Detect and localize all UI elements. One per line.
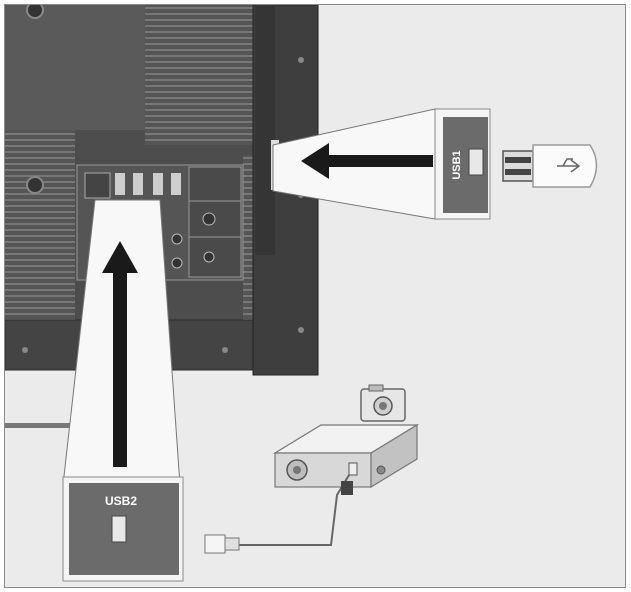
usb2-label: USB2 <box>105 494 137 508</box>
arrow-icon <box>301 143 329 179</box>
usb1-arrow-shaft <box>323 155 433 167</box>
hdmi-port <box>153 173 163 195</box>
usb-drive-connector <box>502 150 534 182</box>
connection-diagram: USB1 USB2 <box>4 4 626 588</box>
usb1-port-icon <box>468 148 484 176</box>
camera-lens-center <box>379 402 387 410</box>
usb-flash-drive-icon <box>502 144 598 188</box>
usb1-callout: USB1 <box>272 108 598 220</box>
screw-icon <box>26 176 44 194</box>
connector-block <box>188 236 242 278</box>
tv-side-slot <box>255 5 275 255</box>
camera-icon <box>360 384 406 422</box>
cable-connector <box>341 481 353 495</box>
diagram-canvas: USB1 USB2 <box>5 5 598 582</box>
screw-icon <box>298 327 304 333</box>
usb1-label: USB1 <box>451 150 463 179</box>
connector-block <box>188 166 242 202</box>
antenna-port <box>202 212 216 226</box>
hdd-fan-center <box>293 466 301 474</box>
screw-icon <box>22 347 28 353</box>
arrow-icon <box>102 241 138 273</box>
usb2-arrow-shaft <box>113 267 127 467</box>
hdmi-port <box>171 173 181 195</box>
external-hard-drive-icon <box>272 423 420 489</box>
usb-plug-icon <box>204 534 240 554</box>
screw-icon <box>298 57 304 63</box>
usb-plug-head <box>204 534 226 554</box>
usb2-port-icon <box>111 515 127 543</box>
hdd-power-port <box>376 465 386 475</box>
tv-vent-top <box>145 5 270 145</box>
usb-symbol-icon <box>557 158 581 173</box>
satellite-port <box>203 251 215 263</box>
usb-drive-contact <box>505 169 531 175</box>
usb2-callout: USB2 <box>62 199 184 582</box>
usb-plug-body <box>224 537 240 551</box>
tv-vent-left <box>5 130 75 320</box>
tv-top-panel <box>5 5 145 130</box>
camera-top <box>368 384 384 392</box>
screw-icon <box>222 347 228 353</box>
usb-drive-contact <box>505 157 531 163</box>
usb-port <box>115 173 125 195</box>
lan-port <box>84 172 111 199</box>
audio-port <box>171 233 183 245</box>
screw-icon <box>26 5 44 19</box>
hdd-usb-port <box>348 462 358 476</box>
usb-port <box>133 173 143 195</box>
audio-port <box>171 257 183 269</box>
